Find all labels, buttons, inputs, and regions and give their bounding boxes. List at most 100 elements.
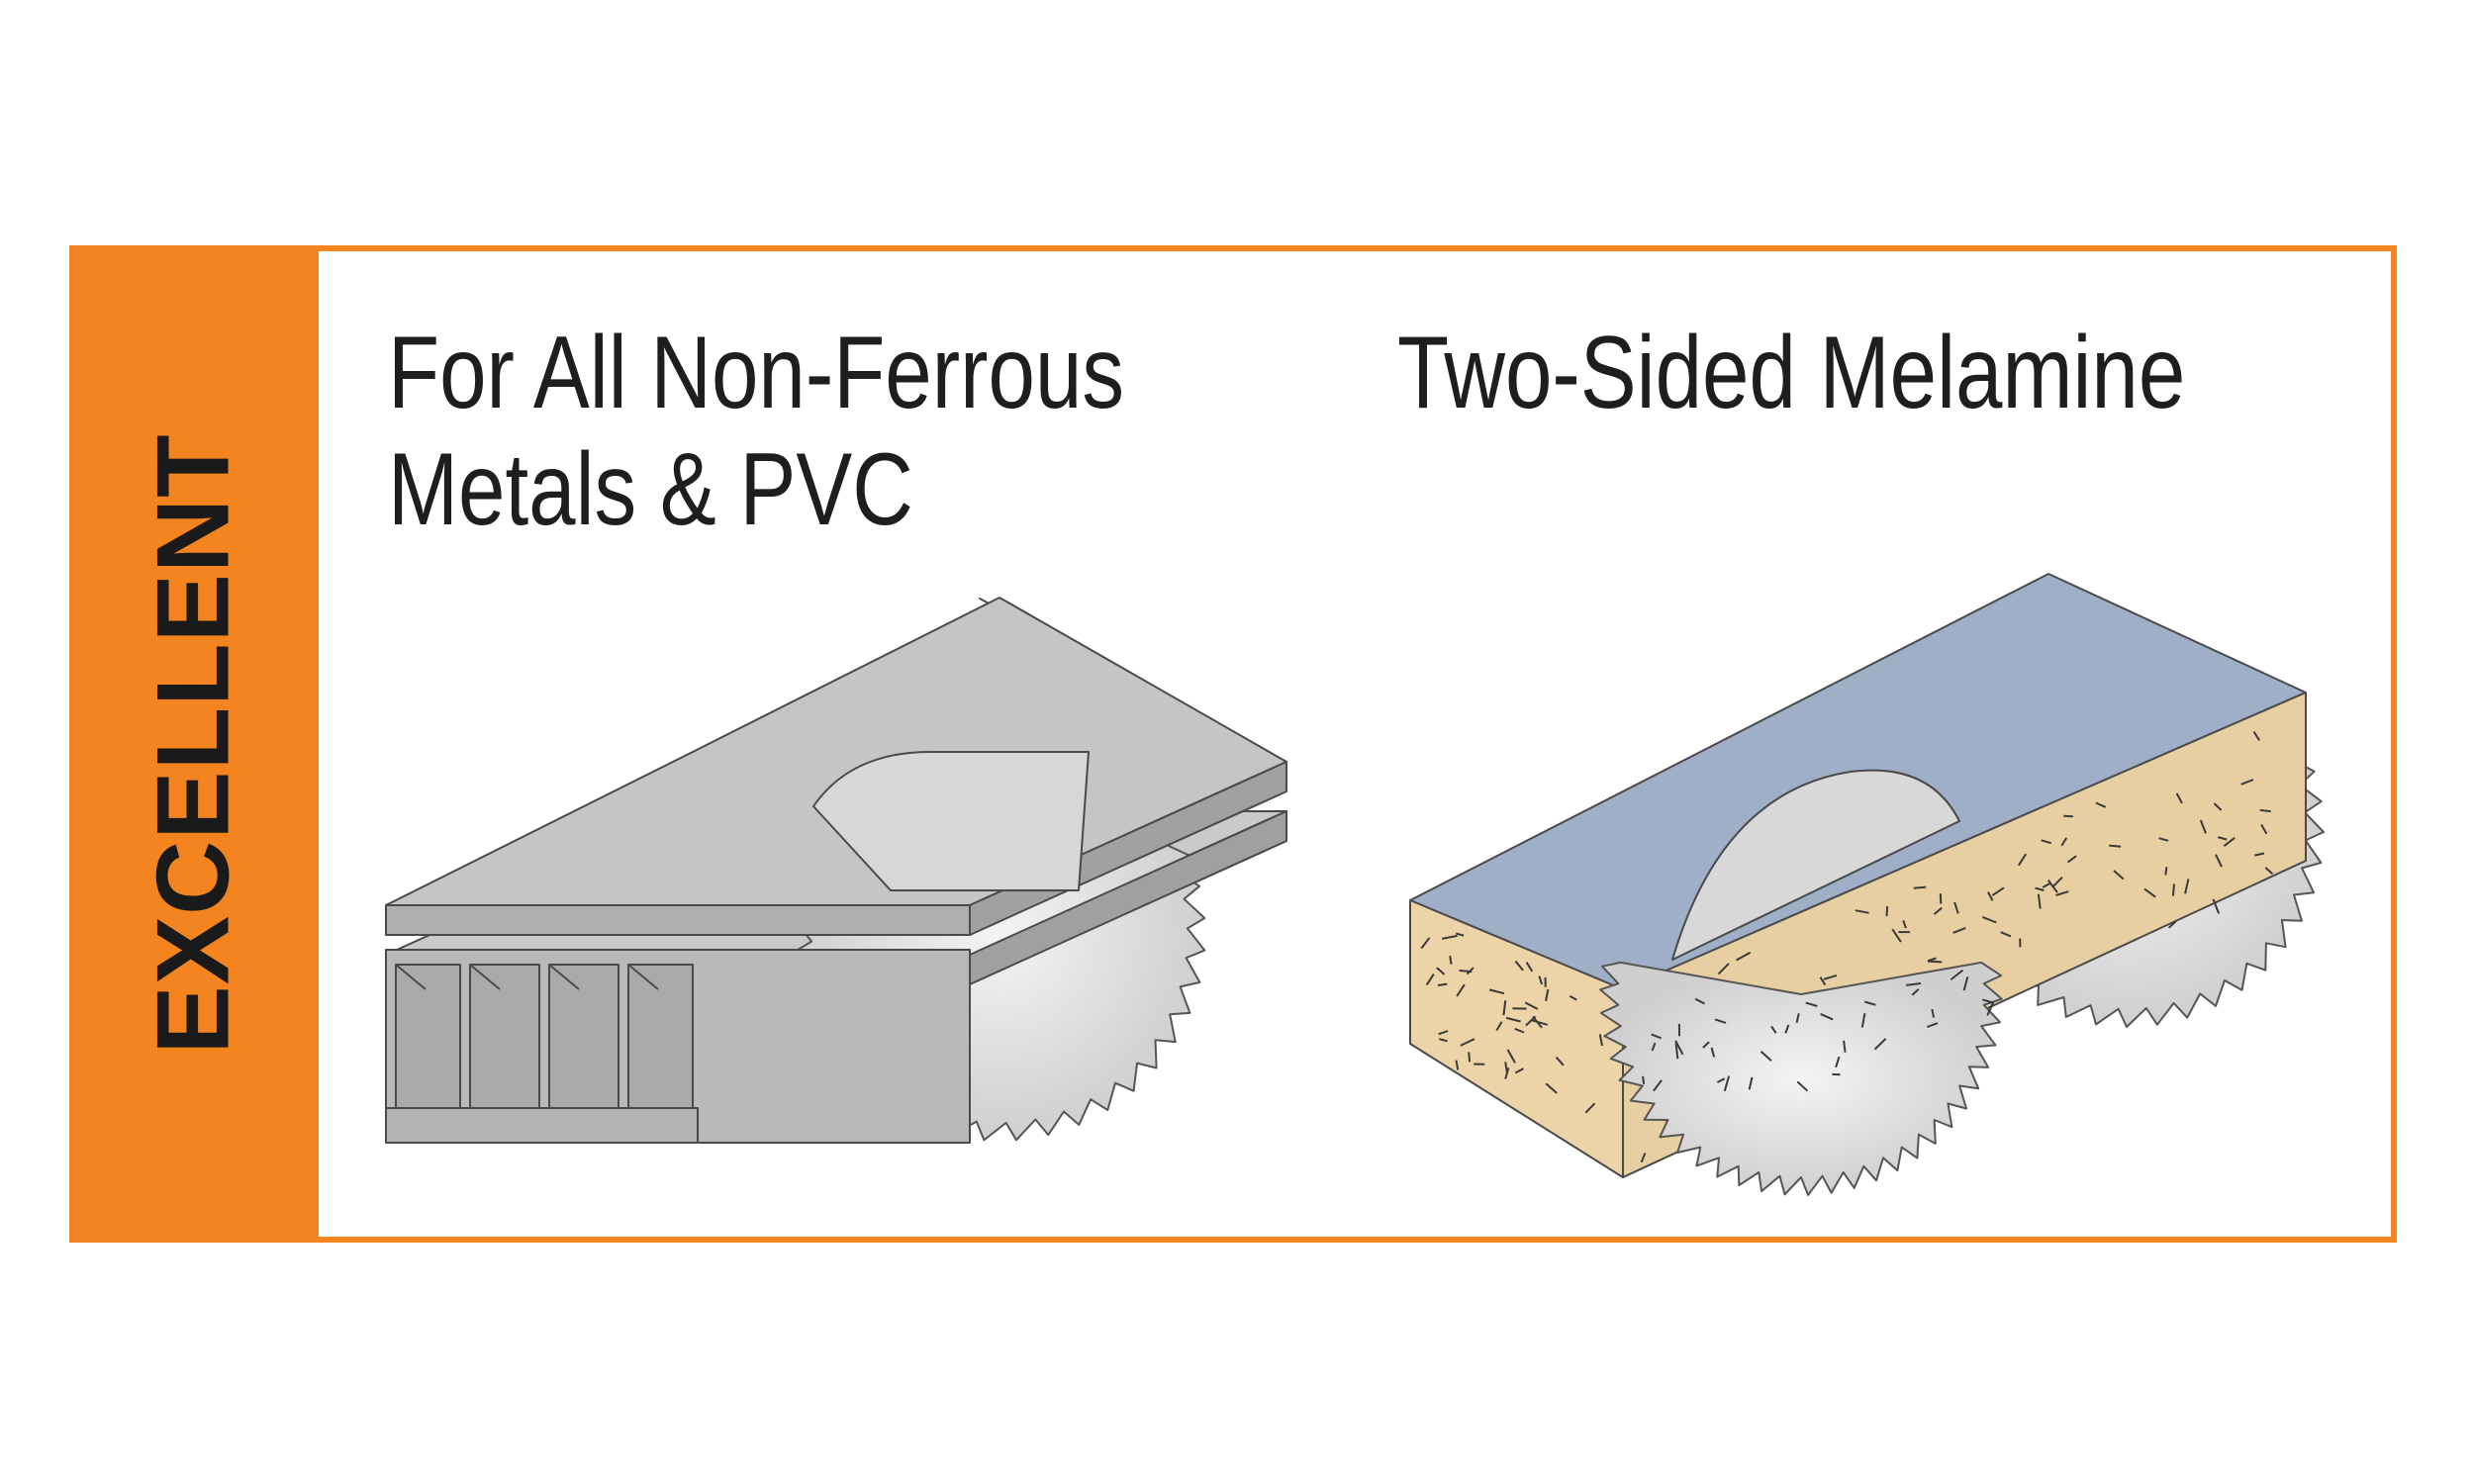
particle-dash <box>1584 1102 1596 1114</box>
particle-dash <box>2259 808 2271 813</box>
particle-dash <box>1987 891 1994 901</box>
particle-dash <box>2063 814 2073 818</box>
particle-dash <box>1538 975 1544 985</box>
particle-dash <box>1545 1082 1558 1094</box>
particle-dash <box>1420 937 1431 950</box>
title-line: Metals & PVC <box>388 432 913 547</box>
particle-dash <box>1736 951 1752 962</box>
particle-dash <box>1514 1067 1524 1074</box>
particle-dash <box>1795 1013 1800 1024</box>
particle-dash <box>2167 920 2177 929</box>
particle-dash <box>2260 823 2268 835</box>
particle-dash <box>2109 844 2122 848</box>
particle-dash <box>1506 1049 1516 1064</box>
saw-blade-bottom-icon <box>1599 961 2003 1196</box>
particle-dash <box>1760 1051 1772 1062</box>
particle-dash <box>1488 988 1505 995</box>
particle-dash <box>1717 963 1730 975</box>
particle-dash <box>1460 1038 1475 1047</box>
particle-dash <box>1927 960 1943 964</box>
particle-dash <box>1770 1025 1777 1034</box>
particle-dash <box>1653 1079 1663 1092</box>
particle-dash <box>2051 876 2063 888</box>
particle-dash <box>2158 837 2169 842</box>
particle-dash <box>1723 1075 1731 1092</box>
particle-dash <box>1710 1047 1716 1058</box>
particle-dash <box>2254 852 2265 857</box>
particle-dash <box>1505 1016 1521 1023</box>
particle-dash <box>1545 988 1550 1001</box>
particle-dash <box>2035 886 2045 891</box>
particle-dash <box>1873 1038 1887 1051</box>
application-title-nonferrous: For All Non-Ferrous Metals & PVC <box>388 315 1124 548</box>
particle-dash <box>1504 1067 1510 1079</box>
particle-dash <box>1864 1000 1876 1006</box>
particle-dash <box>1843 1040 1847 1053</box>
particle-dash <box>1819 976 1827 986</box>
particle-dash <box>1651 1033 1662 1040</box>
particle-dash <box>1927 1022 1939 1029</box>
particle-dash <box>2066 855 2077 864</box>
particle-dash <box>2113 870 2125 881</box>
profile-side <box>969 810 1287 985</box>
saw-cut-slot-right <box>1671 769 1960 961</box>
saw-cut-slot-left <box>812 751 1090 891</box>
particle-dash <box>2212 898 2221 914</box>
particle-dash <box>1438 1030 1449 1036</box>
particle-dash <box>1823 974 1838 980</box>
particle-dash <box>2252 730 2261 741</box>
particle-dash <box>1651 1042 1657 1052</box>
particle-dash <box>2143 887 2156 898</box>
particle-dash <box>1459 970 1473 974</box>
particle-dash <box>1991 886 2005 896</box>
particle-dash <box>1439 1038 1448 1043</box>
particle-dash <box>2199 819 2207 834</box>
particle-dash <box>1449 955 1453 965</box>
particle-dash <box>2171 883 2175 896</box>
particle-dash <box>2223 837 2236 847</box>
particle-dash <box>1456 983 1466 997</box>
particle-dash <box>2095 801 2107 808</box>
particle-dash <box>1931 1008 1935 1018</box>
particle-dash <box>1885 906 1889 917</box>
particle-dash <box>1796 1080 1809 1092</box>
particle-dash <box>2060 837 2068 847</box>
particle-dash <box>1986 1001 1995 1016</box>
particle-dash <box>1455 932 1465 937</box>
particle-dash <box>1933 906 1943 915</box>
particle-dash <box>1855 909 1869 914</box>
particle-dash <box>1495 1021 1503 1032</box>
particle-dash <box>2041 839 2052 845</box>
particle-dash <box>1437 982 1448 986</box>
particle-dash <box>1820 1012 1834 1021</box>
particle-dash <box>2000 931 2012 938</box>
particle-dash <box>1555 1056 1565 1067</box>
particle-dash <box>1952 926 1966 934</box>
particle-dash <box>2264 867 2274 875</box>
particle-dash <box>2042 881 2051 888</box>
particle-dash <box>1702 1041 1710 1049</box>
particle-dash <box>1860 1013 1866 1028</box>
particle-dash <box>1525 1015 1537 1027</box>
particle-dash <box>2215 854 2223 868</box>
particle-dash <box>1455 1060 1460 1070</box>
particle-dash <box>1569 994 1577 1001</box>
melamine-board-with-saw-blades-icon <box>1409 573 2325 1196</box>
particle-dash <box>1425 973 1435 986</box>
title-line: For All Non-Ferrous <box>388 316 1125 430</box>
extruded-profile-with-saw-blade-icon <box>385 597 1287 1144</box>
particle-dash <box>1525 962 1534 973</box>
particle-dash <box>1532 1019 1548 1026</box>
particle-dash <box>1902 919 1907 929</box>
particle-dash <box>1642 1075 1646 1085</box>
particle-dash <box>1950 969 1964 980</box>
particle-dash <box>1982 998 1993 1004</box>
particle-dash <box>1468 1052 1472 1063</box>
particle-dash <box>1911 988 1920 996</box>
particle-dash <box>2217 836 2228 841</box>
particle-dash <box>1714 1018 1727 1024</box>
particle-dash <box>2037 893 2042 909</box>
particle-dash <box>1640 1153 1647 1163</box>
particle-dash <box>1891 928 1902 943</box>
